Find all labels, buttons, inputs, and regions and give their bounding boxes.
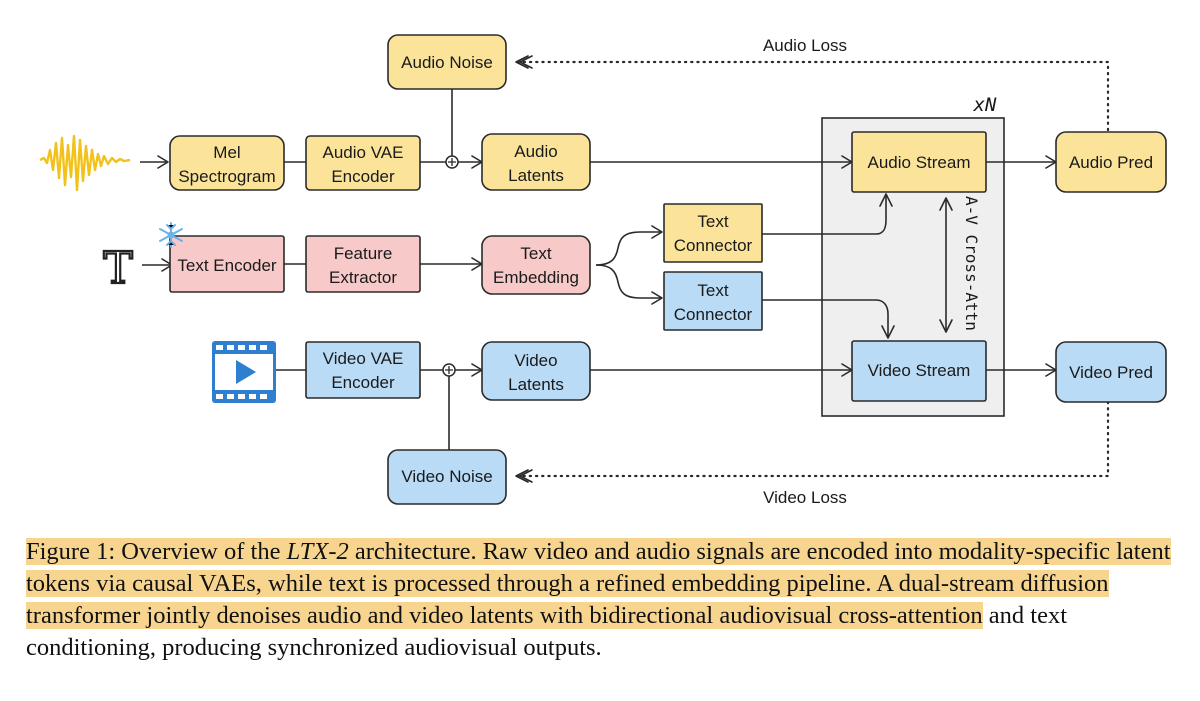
audio-pred-box: [1055, 131, 1167, 193]
video-latents-line2: Latents: [508, 375, 564, 394]
audio-pred-label: Audio Pred: [1069, 153, 1153, 172]
cross-attn-label: A-V Cross-Attn: [962, 196, 981, 331]
mel-label-line1: Mel: [213, 143, 240, 162]
text-connector-audio-box: [663, 203, 763, 263]
video-vae-line1: Video VAE: [323, 349, 404, 368]
repeat-label: xN: [973, 94, 997, 116]
text-connector-audio-line2: Connector: [674, 236, 753, 255]
video-vae-line2: Encoder: [331, 373, 395, 392]
text-encoder-label: Text Encoder: [177, 256, 277, 275]
audio-noise-label: Audio Noise: [401, 53, 493, 72]
audio-loss-label: Audio Loss: [763, 36, 847, 55]
audio-latents-line2: Latents: [508, 166, 564, 185]
audio-vae-label-line2: Encoder: [331, 167, 395, 186]
video-latents-box: [481, 341, 591, 401]
audio-vae-encoder-box: [305, 135, 421, 191]
video-pred-box: [1055, 341, 1167, 403]
text-connector-audio-line1: Text: [697, 212, 728, 231]
video-loss-label: Video Loss: [763, 488, 847, 507]
video-noise-box: [387, 449, 507, 505]
video-loss-line: [516, 400, 1110, 478]
text-t-icon: T: [103, 243, 132, 294]
audio-noise-box: [387, 34, 507, 90]
caption-prefix: Figure 1: Overview of the: [26, 538, 287, 565]
text-connector-video-line2: Connector: [674, 305, 753, 324]
text-embedding-line1: Text: [520, 244, 551, 263]
video-latents-line1: Video: [514, 351, 557, 370]
mel-spectrogram-box: [169, 135, 285, 191]
audio-vae-label-line1: Audio VAE: [323, 143, 404, 162]
caption-tail: and text conditioning, producing synchro…: [26, 602, 1068, 661]
video-stream-box: [851, 340, 987, 402]
caption-model-name: LTX-2: [286, 538, 349, 565]
plus-circle-icon: [445, 155, 459, 169]
video-film-icon: [212, 341, 276, 403]
video-stream-label: Video Stream: [868, 361, 971, 380]
audio-loss-line: [516, 60, 1110, 132]
audio-stream-label: Audio Stream: [868, 153, 971, 172]
mel-label-line2: Spectrogram: [178, 167, 275, 186]
feature-extractor-line2: Extractor: [329, 268, 397, 287]
text-connector-video-line1: Text: [697, 281, 728, 300]
plus-circle-icon: [442, 363, 456, 377]
text-embedding-line2: Embedding: [493, 268, 579, 287]
video-pred-label: Video Pred: [1069, 363, 1153, 382]
text-connector-video-box: [663, 271, 763, 331]
feature-extractor-line1: Feature: [334, 244, 393, 263]
text-embedding-box: [481, 235, 591, 295]
architecture-diagram: xN Audio Loss Video Loss Mel Spectrogram…: [39, 34, 1167, 507]
snowflake-icon: [159, 222, 183, 248]
figure-caption: Figure 1: Overview of the LTX-2 architec…: [26, 536, 1176, 664]
video-noise-label: Video Noise: [401, 467, 492, 486]
audio-latents-line1: Audio: [514, 142, 557, 161]
waveform-icon: [39, 134, 131, 192]
